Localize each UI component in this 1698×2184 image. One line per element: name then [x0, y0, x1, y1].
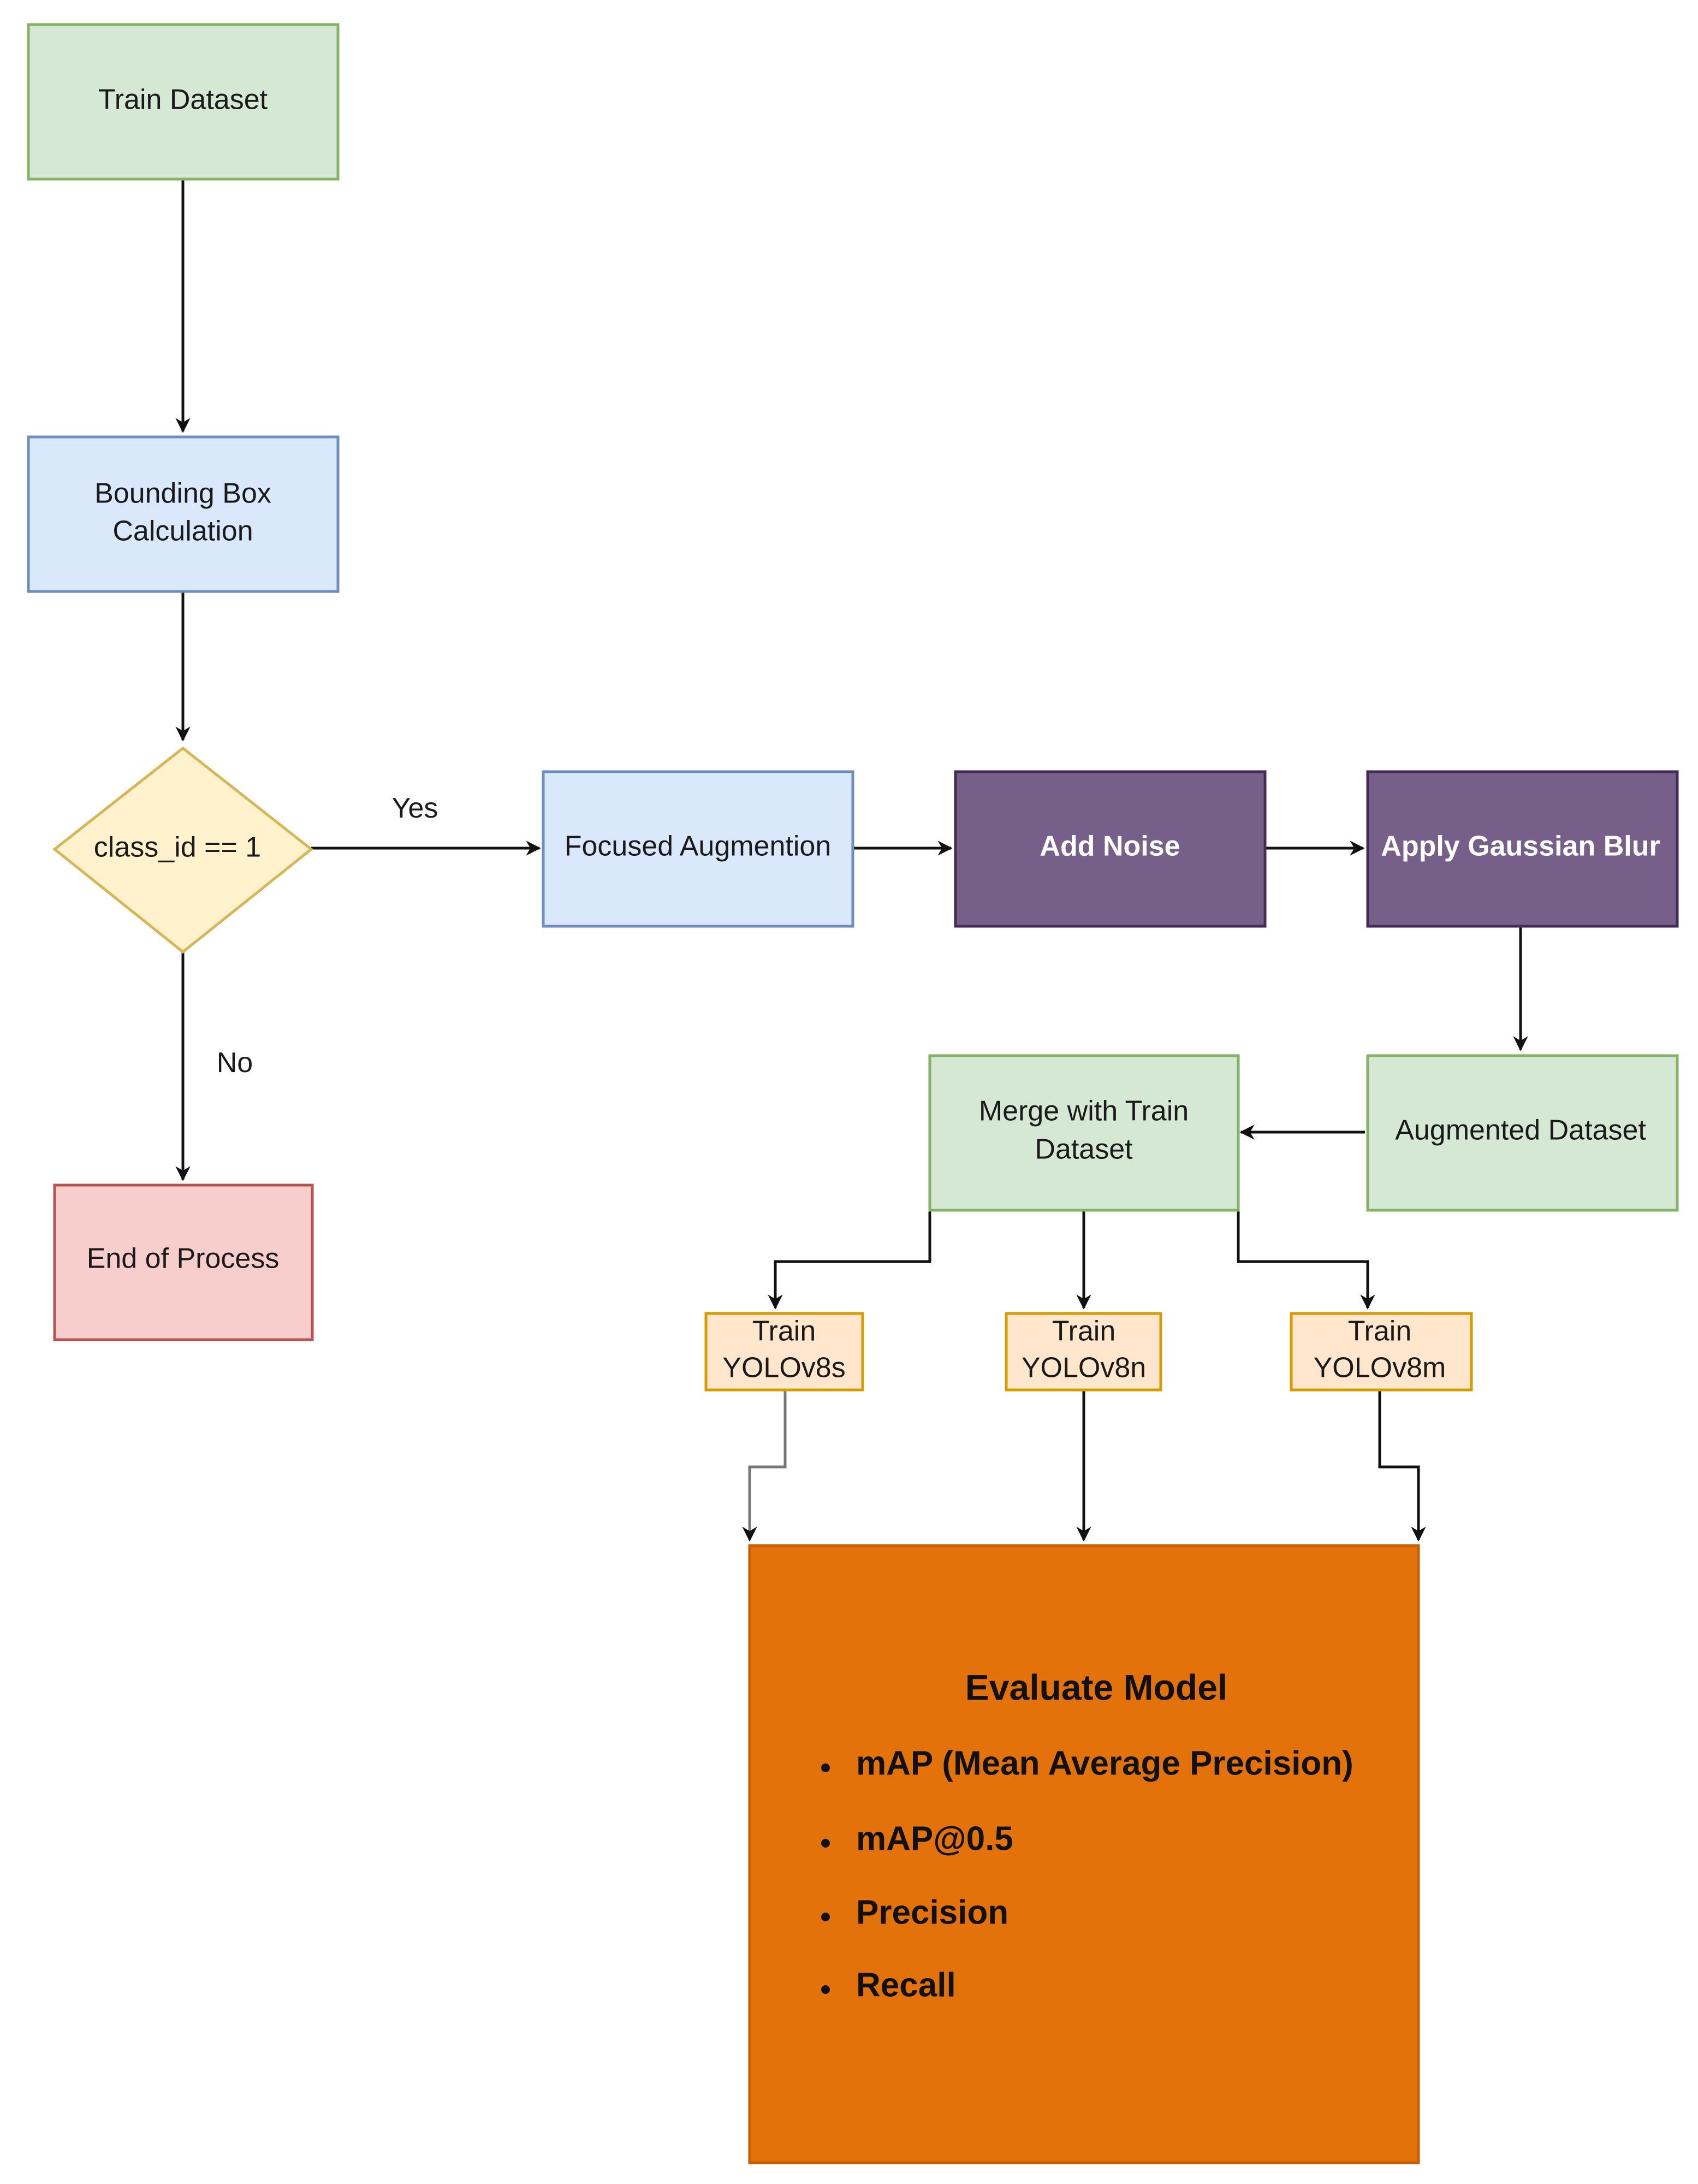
node-shape [27, 435, 340, 593]
merge-label-line2: Dataset [1035, 1134, 1133, 1165]
node-shape [27, 23, 340, 181]
edge-train-m-to-evaluate [1378, 1390, 1426, 1542]
evaluate-title: Evaluate Model [965, 1667, 1227, 1707]
node-shape [928, 1054, 1240, 1212]
node-train-yolov8n: Train YOLOv8n [1005, 1312, 1162, 1392]
node-merge-with-train-dataset: Merge with Train Dataset [928, 1054, 1240, 1212]
node-decision-class-id: class_id == 1 [52, 746, 314, 954]
edge-train-s-to-evaluate [742, 1390, 787, 1542]
node-shape [542, 770, 854, 928]
node-train-yolov8s: Train YOLOv8s [704, 1312, 864, 1392]
node-shape [704, 1312, 864, 1392]
train-m-label-line1: Train [1348, 1316, 1412, 1347]
evaluate-metrics-list: mAP (Mean Average Precision) mAP@0.5 Pre… [821, 1744, 1353, 2004]
node-focused-augmentation: Focused Augmention [542, 770, 854, 928]
add-noise-label: Add Noise [1040, 831, 1180, 862]
node-end-of-process: End of Process [53, 1183, 314, 1341]
train-s-label-line2: YOLOv8s [722, 1352, 845, 1384]
train-s-label-line1: Train [752, 1316, 816, 1347]
node-shape [53, 1183, 314, 1341]
focused-augmentation-label: Focused Augmention [565, 831, 832, 862]
node-add-noise: Add Noise [954, 770, 1267, 928]
node-shape [748, 1544, 1420, 2164]
node-apply-gaussian-blur: Apply Gaussian Blur [1366, 770, 1679, 928]
train-m-label-line2: YOLOv8m [1314, 1352, 1446, 1384]
metric-item: Precision [856, 1893, 1008, 1931]
metric-item: mAP@0.5 [856, 1820, 1013, 1857]
merge-label-line1: Merge with Train [979, 1096, 1189, 1127]
augmented-dataset-label: Augmented Dataset [1395, 1115, 1646, 1146]
node-augmented-dataset: Augmented Dataset [1366, 1054, 1679, 1212]
edge-label-yes: Yes [392, 792, 438, 824]
train-n-label-line2: YOLOv8n [1022, 1352, 1146, 1384]
node-shape [954, 770, 1267, 928]
node-train-dataset: Train Dataset [27, 23, 340, 181]
metric-bullet [821, 1839, 830, 1848]
node-shape [1005, 1312, 1162, 1392]
node-shape [52, 746, 314, 954]
bounding-box-label-line1: Bounding Box [94, 478, 271, 510]
edge-label-no: No [217, 1047, 253, 1079]
node-bounding-box-calculation: Bounding Box Calculation [27, 435, 340, 593]
edges: Yes No [175, 180, 1528, 1542]
metric-bullet [821, 1913, 830, 1921]
node-shape [1366, 1054, 1679, 1212]
metric-bullet [821, 1985, 830, 1994]
gaussian-blur-label: Apply Gaussian Blur [1381, 831, 1660, 862]
train-n-label-line1: Train [1052, 1316, 1116, 1347]
edge-merge-to-train-s [768, 1210, 931, 1310]
node-train-yolov8m: Train YOLOv8m [1290, 1312, 1473, 1392]
edge-merge-to-train-m [1237, 1210, 1375, 1310]
metric-item: Recall [856, 1966, 956, 2004]
metric-item: mAP (Mean Average Precision) [856, 1744, 1353, 1782]
node-shape [1290, 1312, 1473, 1392]
end-of-process-label: End of Process [87, 1243, 280, 1275]
node-evaluate-model: Evaluate Model mAP (Mean Average Precisi… [748, 1544, 1420, 2164]
train-dataset-label: Train Dataset [98, 84, 268, 116]
node-shape [1366, 770, 1679, 928]
decision-label: class_id == 1 [94, 832, 261, 863]
bounding-box-label-line2: Calculation [112, 516, 253, 547]
metric-bullet [821, 1763, 830, 1772]
